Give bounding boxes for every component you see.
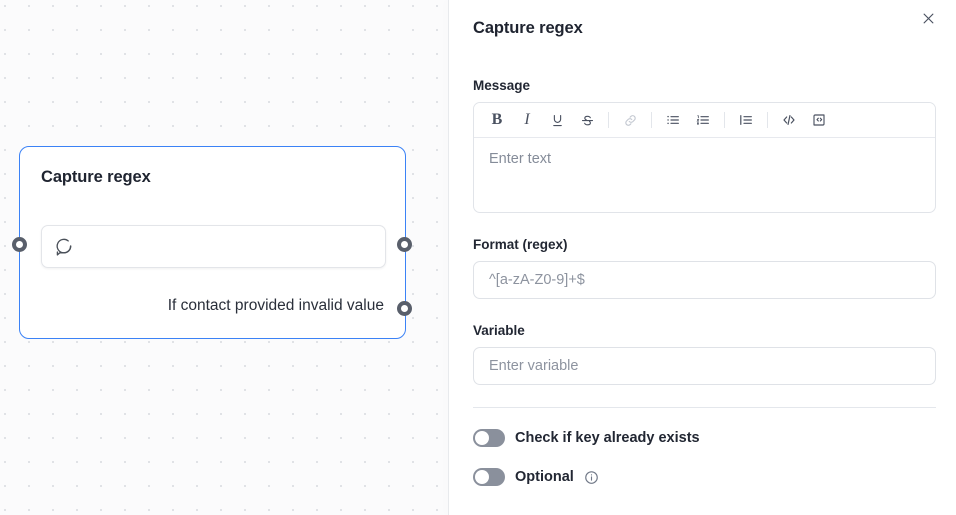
- panel-header: Capture regex: [473, 0, 936, 56]
- strikethrough-icon[interactable]: [572, 106, 602, 134]
- properties-panel: Capture regex Message B I: [449, 0, 956, 515]
- message-field: Message B I: [473, 78, 936, 213]
- variable-field: Variable: [473, 323, 936, 385]
- toolbar-separator: [767, 112, 768, 128]
- node-branch-label: If contact provided invalid value: [167, 297, 384, 314]
- node-handle-input-left[interactable]: [12, 237, 27, 252]
- bullet-list-icon[interactable]: [658, 106, 688, 134]
- toggle-knob: [475, 431, 489, 445]
- link-icon[interactable]: [615, 106, 645, 134]
- variable-label: Variable: [473, 323, 525, 338]
- code-icon[interactable]: [774, 106, 804, 134]
- italic-icon[interactable]: I: [512, 106, 542, 134]
- toolbar-separator: [724, 112, 725, 128]
- optional-toggle[interactable]: [473, 468, 505, 486]
- message-editor-placeholder[interactable]: Enter text: [489, 151, 552, 167]
- flow-node-capture-regex[interactable]: Capture regex If contact provided invali…: [19, 146, 406, 339]
- underline-icon[interactable]: [542, 106, 572, 134]
- editor-toolbar: B I: [474, 103, 935, 138]
- close-icon: [921, 11, 936, 29]
- code-block-icon[interactable]: [804, 106, 834, 134]
- numbered-list-icon[interactable]: [688, 106, 718, 134]
- canvas-panel-divider: [448, 0, 449, 515]
- node-handle-output-right[interactable]: [397, 237, 412, 252]
- optional-row: Optional: [473, 468, 936, 486]
- node-handle-output-branch[interactable]: [397, 301, 412, 316]
- blockquote-icon[interactable]: [731, 106, 761, 134]
- message-label: Message: [473, 78, 531, 93]
- check-if-key-exists-toggle[interactable]: [473, 429, 505, 447]
- toolbar-separator: [608, 112, 609, 128]
- section-divider: [473, 407, 936, 408]
- check-if-key-exists-label: Check if key already exists: [515, 430, 700, 446]
- rich-text-editor[interactable]: B I: [473, 102, 936, 213]
- node-message-input[interactable]: [41, 225, 386, 268]
- toolbar-separator: [651, 112, 652, 128]
- format-regex-input[interactable]: [473, 261, 936, 299]
- check-if-key-exists-row: Check if key already exists: [473, 429, 936, 447]
- bold-icon[interactable]: B: [482, 106, 512, 134]
- speech-bubble-icon: [54, 237, 73, 256]
- panel-title: Capture regex: [473, 18, 583, 37]
- variable-input[interactable]: [473, 347, 936, 385]
- info-icon[interactable]: [584, 470, 599, 485]
- optional-label: Optional: [515, 469, 574, 485]
- toggle-knob: [475, 470, 489, 484]
- flow-canvas[interactable]: Capture regex If contact provided invali…: [0, 0, 449, 515]
- node-title: Capture regex: [41, 168, 151, 186]
- format-regex-field: Format (regex): [473, 237, 936, 299]
- close-button[interactable]: [914, 6, 942, 34]
- format-regex-label: Format (regex): [473, 237, 568, 252]
